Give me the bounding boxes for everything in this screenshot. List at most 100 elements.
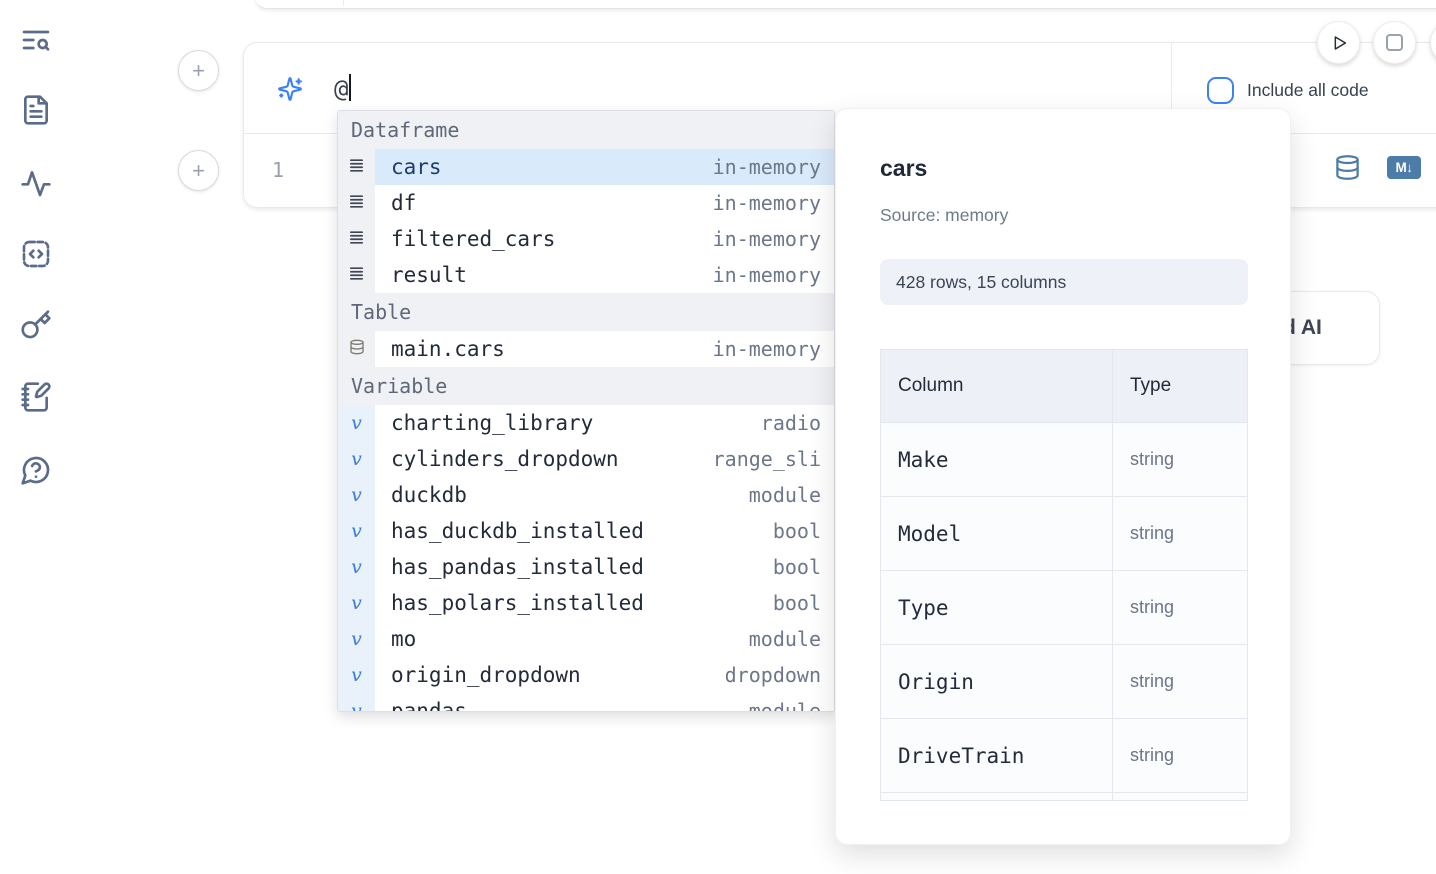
item-kind-icon: v (338, 621, 375, 657)
item-name: charting_library (391, 411, 594, 435)
include-all-code-label: Include all code (1247, 80, 1369, 100)
autocomplete-item[interactable]: v duckdb module (338, 477, 834, 513)
play-icon (1334, 35, 1346, 50)
schema-row: Type string (881, 571, 1247, 645)
autocomplete-item[interactable]: cars in-memory (338, 149, 834, 185)
database-icon[interactable] (1334, 154, 1361, 181)
autocomplete-item[interactable]: main.cars in-memory (338, 331, 834, 367)
autocomplete-item[interactable]: v has_duckdb_installed bool (338, 513, 834, 549)
schema-row: DriveTrain string (881, 719, 1247, 793)
code-editor-area[interactable]: 1 M↓ (244, 134, 1436, 207)
item-type: dropdown (724, 663, 821, 687)
autocomplete-item[interactable]: v has_polars_installed bool (338, 585, 834, 621)
include-all-code-control: Include all code (1207, 77, 1369, 104)
stop-button[interactable] (1373, 21, 1416, 64)
schema-header-column: Column (898, 375, 964, 396)
autocomplete-item[interactable]: result in-memory (338, 257, 834, 293)
item-name: origin_dropdown (391, 663, 581, 687)
code-square-icon[interactable] (20, 238, 52, 270)
item-type: radio (760, 411, 821, 435)
preview-source: Source: memory (880, 205, 1009, 225)
item-type: bool (772, 591, 821, 615)
item-kind-icon (338, 149, 375, 185)
item-name: cylinders_dropdown (391, 447, 619, 471)
dataframe-preview-panel: cars Source: memory 428 rows, 15 columns… (835, 108, 1291, 845)
item-kind-icon (338, 221, 375, 257)
item-type: in-memory (712, 155, 821, 179)
schema-row (881, 793, 1247, 800)
schema-column-type: string (1130, 523, 1175, 543)
item-type: module (748, 627, 821, 651)
autocomplete-item[interactable]: v pandas module (338, 693, 834, 711)
include-all-code-checkbox[interactable] (1207, 77, 1234, 104)
item-kind-icon: v (338, 405, 375, 441)
item-type: in-memory (712, 191, 821, 215)
item-name: cars (391, 155, 442, 179)
schema-header-type: Type (1130, 375, 1172, 396)
item-kind-icon: v (338, 585, 375, 621)
autocomplete-dropdown: Dataframe cars in-memory df in-memory fi… (337, 110, 835, 712)
schema-header-row: Column Type (881, 350, 1247, 423)
item-kind-icon: v (338, 657, 375, 693)
run-cell-button[interactable] (1317, 21, 1360, 64)
item-type: range_sli (712, 447, 821, 471)
previous-cell-divider (343, 0, 344, 6)
schema-row: Make string (881, 423, 1247, 497)
key-icon[interactable] (20, 309, 52, 341)
item-name: mo (391, 627, 417, 651)
text-search-icon[interactable] (20, 24, 52, 56)
help-circle-icon[interactable] (20, 454, 52, 486)
autocomplete-item[interactable]: v charting_library radio (338, 405, 834, 441)
file-text-icon[interactable] (20, 94, 52, 126)
item-kind-icon (338, 331, 375, 367)
activity-icon[interactable] (20, 167, 52, 199)
item-type: module (748, 699, 821, 711)
schema-column-type: string (1130, 449, 1175, 469)
preview-schema-table: Column Type Make string Model string Typ… (880, 349, 1248, 801)
item-name: has_pandas_installed (391, 555, 644, 579)
schema-column-name: Model (898, 521, 962, 546)
item-kind-icon (338, 185, 375, 221)
schema-row: Origin string (881, 645, 1247, 719)
autocomplete-item[interactable]: v origin_dropdown dropdown (338, 657, 834, 693)
item-name: pandas (391, 699, 467, 711)
add-cell-above-button[interactable]: + (178, 50, 219, 91)
autocomplete-item[interactable]: v has_pandas_installed bool (338, 549, 834, 585)
item-type: in-memory (712, 337, 821, 361)
add-cell-below-button[interactable]: + (178, 150, 219, 191)
preview-shape-badge: 428 rows, 15 columns (880, 259, 1248, 305)
item-name: duckdb (391, 483, 467, 507)
item-kind-icon: v (338, 693, 375, 711)
item-type: bool (772, 555, 821, 579)
autocomplete-item[interactable]: v mo module (338, 621, 834, 657)
item-type: in-memory (712, 227, 821, 251)
item-type: bool (772, 519, 821, 543)
item-type: in-memory (712, 263, 821, 287)
autocomplete-item[interactable]: df in-memory (338, 185, 834, 221)
item-type: module (748, 483, 821, 507)
schema-column-type: string (1130, 671, 1175, 691)
item-name: has_polars_installed (391, 591, 644, 615)
schema-column-name: DriveTrain (898, 743, 1025, 768)
line-number: 1 (272, 158, 285, 182)
schema-column-type: string (1130, 745, 1175, 765)
sparkles-icon (277, 76, 303, 102)
text-caret (349, 74, 352, 101)
markdown-convert-icon[interactable]: M↓ (1387, 156, 1421, 179)
item-kind-icon: v (338, 477, 375, 513)
notebook-pen-icon[interactable] (20, 381, 52, 413)
schema-column-name: Type (898, 595, 949, 620)
autocomplete-item[interactable]: filtered_cars in-memory (338, 221, 834, 257)
prompt-divider (1171, 43, 1172, 134)
item-name: main.cars (391, 337, 505, 361)
autocomplete-section-header: Variable (338, 367, 834, 405)
schema-row: Model string (881, 497, 1247, 571)
preview-title: cars (880, 155, 928, 181)
schema-column-name: Make (898, 447, 949, 472)
autocomplete-item[interactable]: v cylinders_dropdown range_sli (338, 441, 834, 477)
item-name: result (391, 263, 467, 287)
item-name: has_duckdb_installed (391, 519, 644, 543)
ai-prompt-input[interactable]: @ (334, 74, 352, 103)
previous-cell-fragment (255, 0, 1436, 9)
